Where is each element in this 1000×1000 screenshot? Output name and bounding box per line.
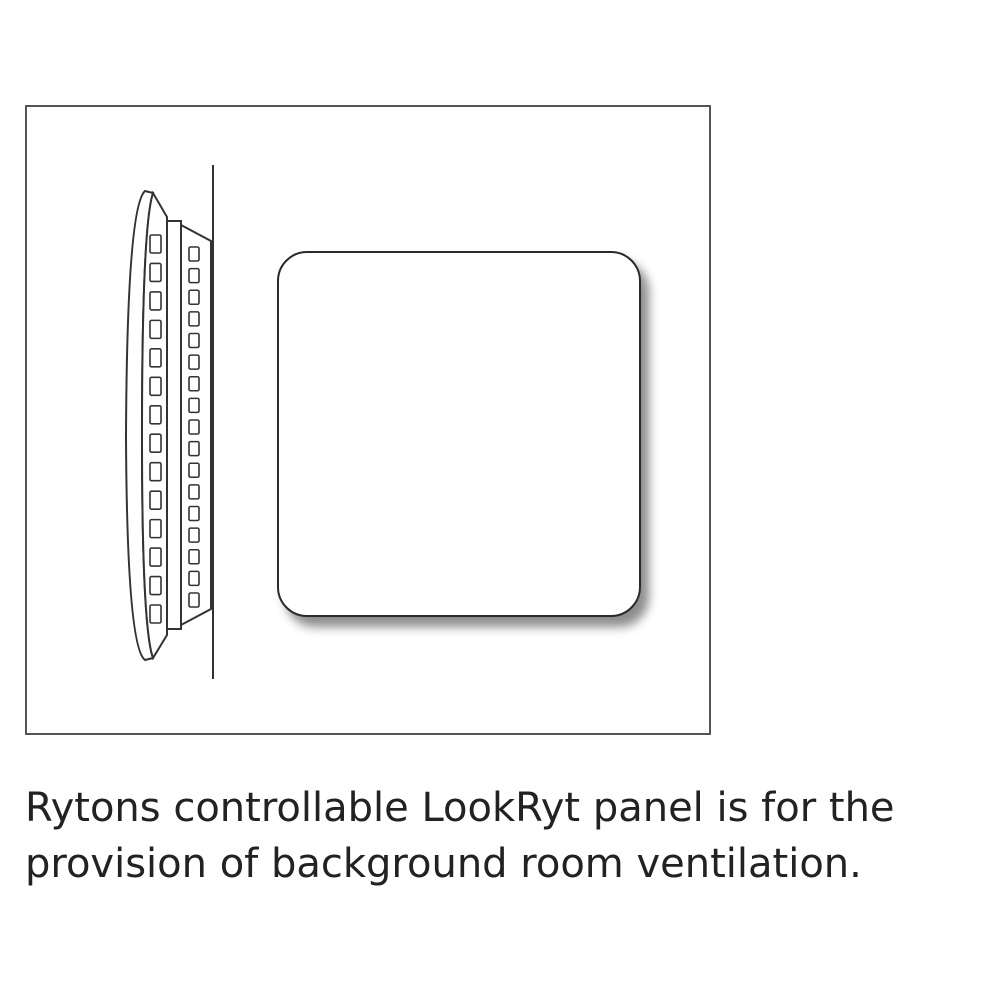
grille-slot	[149, 404, 162, 425]
grille-slot	[188, 267, 200, 284]
lookryt-panel-front-icon	[277, 251, 641, 617]
grille-slot	[188, 289, 200, 306]
grille-slot	[188, 375, 200, 392]
grille-slot	[188, 419, 200, 435]
grille-slot	[188, 505, 200, 522]
grille-slot	[188, 592, 200, 608]
grille-slot	[188, 548, 200, 565]
grille-slot	[188, 311, 200, 327]
inner-slots	[188, 246, 200, 608]
grille-slot	[149, 461, 162, 482]
grille-slot	[188, 462, 200, 479]
grille-slot	[149, 262, 162, 283]
caption: Rytons controllable LookRyt panel is for…	[25, 780, 990, 892]
grille-slot	[188, 246, 200, 262]
outer-slots	[149, 234, 162, 624]
grille-slot	[188, 570, 200, 587]
vent-collar	[166, 220, 182, 630]
grille-slot	[188, 354, 200, 370]
grille-slot	[188, 484, 200, 500]
grille-slot	[149, 604, 162, 624]
grille-slot	[188, 527, 200, 543]
grille-slot	[149, 575, 162, 596]
grille-slot	[149, 319, 162, 340]
diagram-frame	[25, 105, 711, 735]
grille-slot	[149, 490, 162, 510]
grille-slot	[149, 376, 162, 397]
grille-slot	[149, 547, 162, 567]
caption-line-1: Rytons controllable LookRyt panel is for…	[25, 785, 895, 831]
grille-slot	[188, 397, 200, 414]
grille-slot	[149, 518, 162, 539]
grille-slot	[149, 433, 162, 454]
grille-slot	[149, 234, 162, 254]
vent-side-profile-icon	[124, 165, 214, 679]
grille-slot	[188, 332, 200, 349]
grille-slot	[149, 348, 162, 368]
caption-line-2: provision of background room ventilation…	[25, 841, 862, 887]
grille-slot	[188, 440, 200, 457]
grille-slot	[149, 291, 162, 311]
